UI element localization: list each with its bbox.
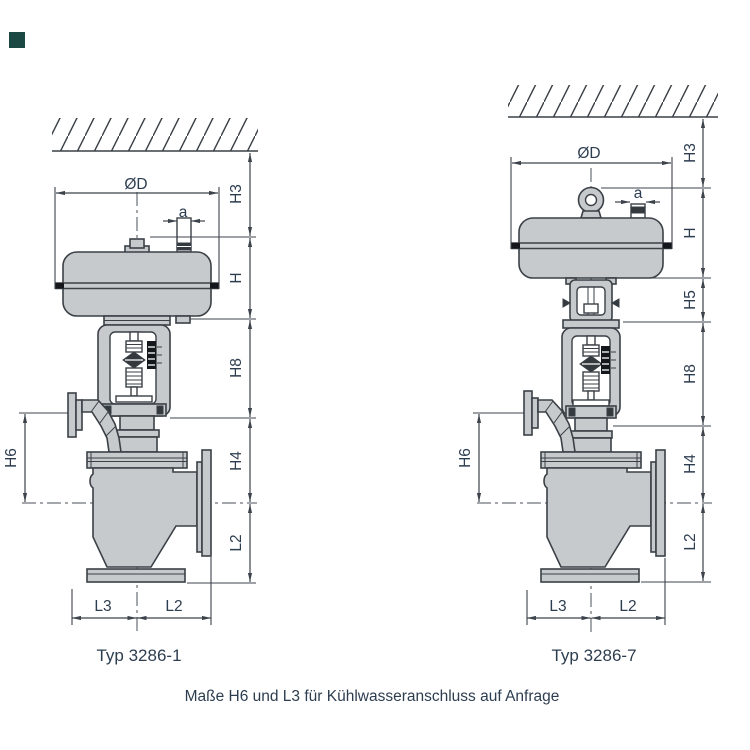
travel-indicator-scale [601,346,616,374]
dim-label-h4: H4 [682,454,699,474]
dim-label-h3: H3 [682,143,699,163]
dim-label-h: H [682,227,699,238]
dim-label-l2-vertical: L2 [682,533,699,550]
dim-label-l3: L3 [94,598,111,615]
stem-assembly [572,335,610,407]
body-casting [89,467,198,568]
cooling-water-connection [523,390,576,453]
pneumatic-actuator [511,186,672,279]
dim-label-h6: H6 [457,448,474,468]
dim-label-h: H [228,272,245,283]
type-caption-3286-1: Typ 3286-1 [96,646,181,665]
diaphragm-clamp-left [511,243,520,249]
air-pipe-collar [630,206,646,214]
stroke-pointer-right [610,298,620,308]
outlet-flange [201,449,212,557]
dim-label-h3: H3 [228,184,245,204]
adapter-bottom-plate [562,319,620,329]
body-top-flange [86,451,188,469]
dim-label-od: ØD [124,176,147,193]
dim-label-h8: H8 [682,364,699,384]
vent-tab [175,315,191,324]
dim-label-a: a [634,185,643,202]
diaphragm-clamp-right [210,283,219,289]
type-caption-3286-7: Typ 3286-7 [551,646,636,665]
cooling-flange [67,392,77,438]
dim-label-l2-vertical: L2 [228,534,245,551]
adapter-yoke [562,277,620,329]
valve-typ-3286-1: ØD a H3 H H8 H4 L2 H6 L3 L2 Typ 3286-1 [3,118,258,665]
diaphragm-clamp-left [55,283,64,289]
valve-body [540,449,666,583]
dim-label-h4: H4 [228,451,245,471]
cooling-flange [523,390,533,436]
stem-base [572,399,610,407]
stem-stub [129,238,145,249]
stroke-pointer-left [562,298,572,308]
dimensioning: ØD a H3 H H5 H8 H4 L2 H6 L3 L2 [457,119,711,625]
pneumatic-actuator [55,217,219,324]
body-bottom-flange [540,568,640,583]
corner-marker [9,32,25,48]
ceiling-hatch [508,85,718,118]
footnote: Maße H6 und L3 für Kühlwasseranschluss a… [185,688,560,705]
stem-assembly [115,331,153,403]
dim-label-h8: H8 [228,358,245,378]
dim-label-l3: L3 [549,598,566,615]
yoke [561,327,621,419]
bonnet [569,417,613,453]
dim-label-od: ØD [577,145,600,162]
body-bottom-flange [86,568,186,583]
stem-base [115,395,153,403]
dim-label-h5: H5 [682,290,699,310]
yoke [97,315,171,417]
dimensioning: ØD a H3 H H8 H4 L2 H6 L3 L2 [3,153,256,625]
body-top-flange [540,451,642,469]
yoke-bottom-plate [101,403,167,417]
body-casting [543,467,652,568]
travel-indicator-scale [147,341,162,369]
dim-label-l2-bottom: L2 [619,598,636,615]
ceiling-hatch [52,118,258,152]
dim-label-a: a [179,204,188,221]
dim-label-l2-bottom: L2 [165,598,182,615]
hatch-area [508,85,718,117]
diaphragm-clamp-right [663,243,672,249]
actuator-housing [62,251,212,317]
hatch-area [52,118,258,151]
dim-label-h6: H6 [3,448,20,468]
bonnet [114,415,160,453]
valve-typ-3286-7: ØD a H3 H H5 H8 H4 L2 H6 L3 L2 Typ 3286-… [457,85,718,665]
valve-body [86,449,212,583]
outlet-flange [655,449,666,557]
